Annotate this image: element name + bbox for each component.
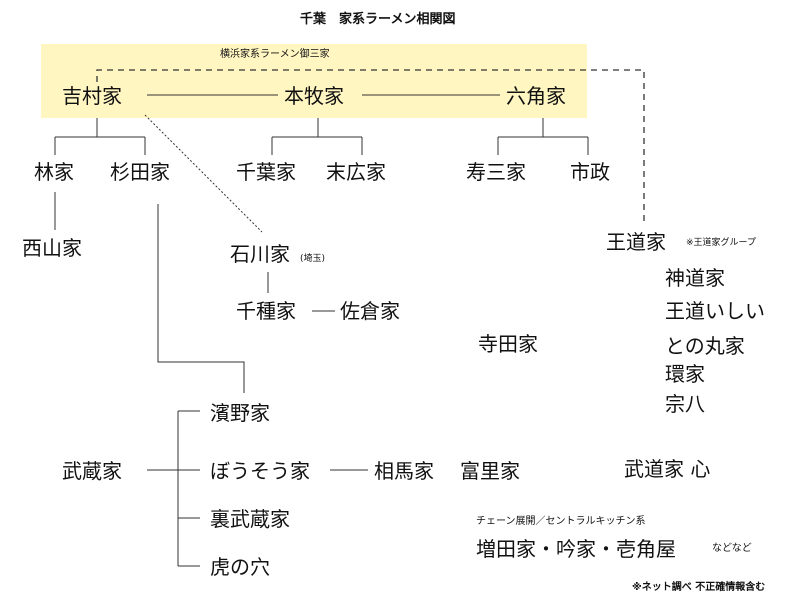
oudou-group-item: 神道家 [665,266,725,290]
node-chigusa: 千種家 [236,299,296,323]
oudou-group-item: 環家 [665,362,705,386]
node-tora: 虎の穴 [210,555,270,579]
gosanke-label: 横浜家系ラーメン御三家 [220,49,330,60]
node-souma: 相馬家 [374,459,434,483]
node-terada: 寺田家 [478,332,538,356]
node-bousou: ぼうそう家 [210,459,310,483]
chain-suffix: などなど [712,543,752,554]
node-rokkaku: 六角家 [506,84,566,108]
node-chiba: 千葉家 [236,160,296,184]
node-sakura: 佐倉家 [340,299,400,323]
node-ichimasa: 市政 [570,160,610,184]
node-ishikawa-note: (埼玉) [300,254,326,264]
node-honmoku: 本牧家 [284,84,344,108]
footer-note: ※ネット調べ 不正確情報含む [632,582,766,593]
node-hayashi: 林家 [34,160,74,184]
node-urabushi: 裏武蔵家 [210,507,290,531]
link-yoshimura-ishikawa [144,114,263,233]
node-musashi: 武蔵家 [62,459,122,483]
oudou-group-item: 宗八 [665,392,705,416]
diagram-title: 千葉 家系ラーメン相関図 [300,12,456,27]
node-tomisato: 富里家 [460,459,520,483]
node-oudou: 王道家 [606,230,666,254]
link-sugita-hamano [157,204,245,393]
node-suehiro: 末広家 [326,160,386,184]
node-kotobuki: 寿三家 [466,160,526,184]
oudou-group-item: との丸家 [665,334,745,358]
yokohama-gosanke-highlight [41,44,587,118]
node-ishikawa: 石川家 [230,242,290,266]
node-oudou-note: ※王道家グループ [686,238,757,248]
node-yoshimura: 吉村家 [62,84,122,108]
node-budou: 武道家 心 [624,457,711,481]
node-nishiyama: 西山家 [22,236,82,260]
oudou-group-item: 王道いしい [665,299,765,323]
chain-items: 増田家・吟家・壱角屋 [476,537,676,561]
chain-label: チェーン展開／セントラルキッチン系 [476,516,646,527]
node-hamano: 濱野家 [210,401,270,425]
link-yoshimura-oudou [96,69,645,226]
node-sugita: 杉田家 [110,160,170,184]
